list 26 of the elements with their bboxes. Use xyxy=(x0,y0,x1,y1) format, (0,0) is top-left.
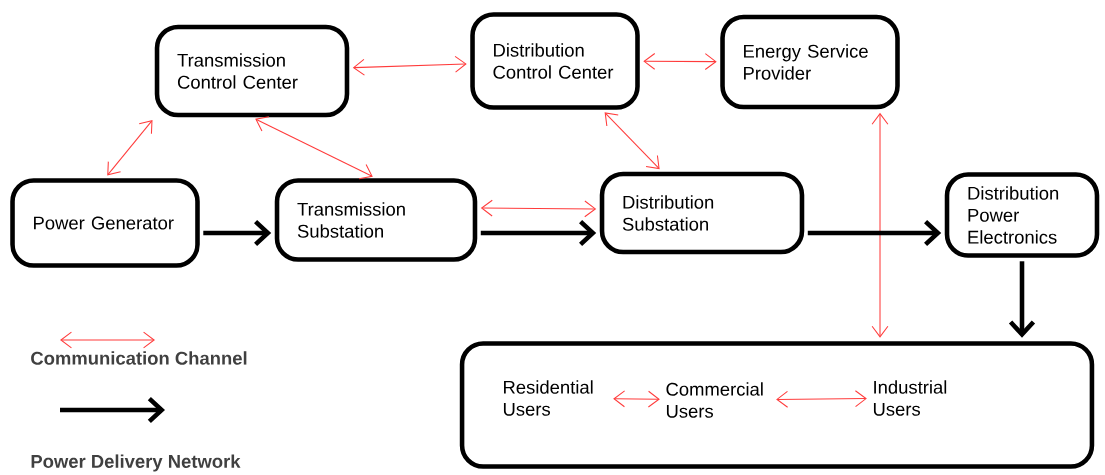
power-arrow xyxy=(807,219,942,247)
power-arrow xyxy=(203,219,272,247)
communication-arrow xyxy=(871,112,889,338)
legend-text: Communication Channel xyxy=(31,351,247,365)
communication-arrow xyxy=(643,52,717,70)
communication-arrow xyxy=(613,390,660,408)
process-box: Transmission Control Center xyxy=(154,24,350,118)
process-box: Energy Service Provider xyxy=(720,14,900,110)
process-box: Transmission Substation xyxy=(274,178,478,262)
user-label: Residential Users xyxy=(503,380,593,416)
communication-arrow xyxy=(255,116,373,180)
communication-arrow xyxy=(107,120,153,176)
legend-text: Power Delivery Network xyxy=(31,454,241,472)
process-box: Distribution Control Center xyxy=(470,12,640,110)
group-box xyxy=(459,341,1095,469)
user-label: Commercial Users xyxy=(666,382,763,418)
communication-arrow xyxy=(776,390,867,408)
process-box: Distribution Power Electronics xyxy=(944,172,1100,258)
communication-arrow xyxy=(480,199,597,218)
power-arrow xyxy=(1008,261,1036,338)
user-label: Industrial Users xyxy=(873,380,947,416)
process-box: Power Generator xyxy=(10,178,200,268)
process-box: Distribution Substation xyxy=(599,171,805,255)
communication-arrow xyxy=(352,55,467,76)
power-arrow xyxy=(480,219,597,247)
communication-arrow xyxy=(604,112,660,170)
